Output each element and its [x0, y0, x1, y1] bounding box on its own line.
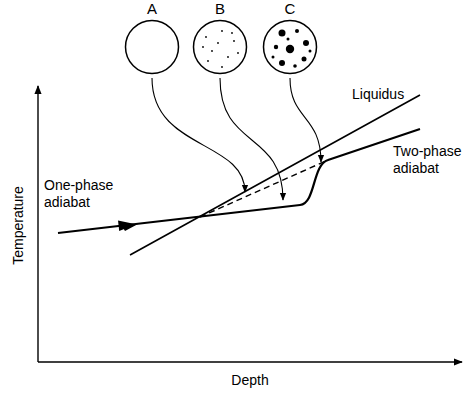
crystal-dot — [279, 60, 285, 66]
circle-shape — [126, 21, 179, 74]
flow-arrowhead — [118, 221, 136, 232]
crystal-dot — [286, 45, 294, 53]
curve-label: One-phase adiabat — [44, 177, 124, 211]
axis-label: Depth — [231, 372, 268, 389]
depth-axis — [38, 361, 462, 362]
state-letter: A — [124, 0, 180, 17]
crystal-dot — [287, 38, 290, 41]
crystal-dot — [233, 40, 235, 42]
leader-line — [290, 78, 321, 162]
curve-label: Liquidus — [352, 86, 404, 103]
crystal-dot — [303, 40, 309, 46]
crystal-dot — [302, 57, 307, 62]
crystal-dot — [221, 66, 223, 68]
circle-shape — [264, 21, 317, 74]
state-circle: B — [192, 0, 248, 75]
liquidus-line — [130, 95, 420, 255]
curve-label: Two-phase adiabat — [393, 143, 463, 177]
circle-outline — [124, 19, 180, 75]
crystal-dot — [205, 36, 207, 38]
crystal-dot — [279, 30, 286, 37]
crystal-dot — [207, 60, 209, 62]
state-letter: C — [262, 0, 318, 17]
crystal-dot — [227, 56, 229, 58]
crystal-dot — [293, 64, 297, 68]
circle-shape — [194, 21, 247, 74]
crystal-dot — [217, 42, 219, 44]
crystal-dot — [221, 30, 223, 32]
crystal-dot — [211, 50, 213, 52]
crystal-dot — [272, 56, 275, 59]
crystal-dot — [237, 52, 239, 54]
state-letter: B — [192, 0, 248, 17]
state-circle: C — [262, 0, 318, 75]
crystal-dot — [295, 29, 299, 33]
crystal-dot — [274, 45, 278, 49]
leader-line — [152, 78, 245, 192]
leader-line — [220, 78, 283, 200]
state-circle: A — [124, 0, 180, 75]
circle-outline — [192, 19, 248, 75]
crystal-dot — [231, 32, 233, 34]
circle-outline — [262, 19, 318, 75]
axis-label: Temperature — [10, 186, 27, 265]
crystal-dot — [309, 50, 312, 53]
temperature-axis — [37, 86, 38, 362]
crystal-dot — [202, 46, 204, 48]
